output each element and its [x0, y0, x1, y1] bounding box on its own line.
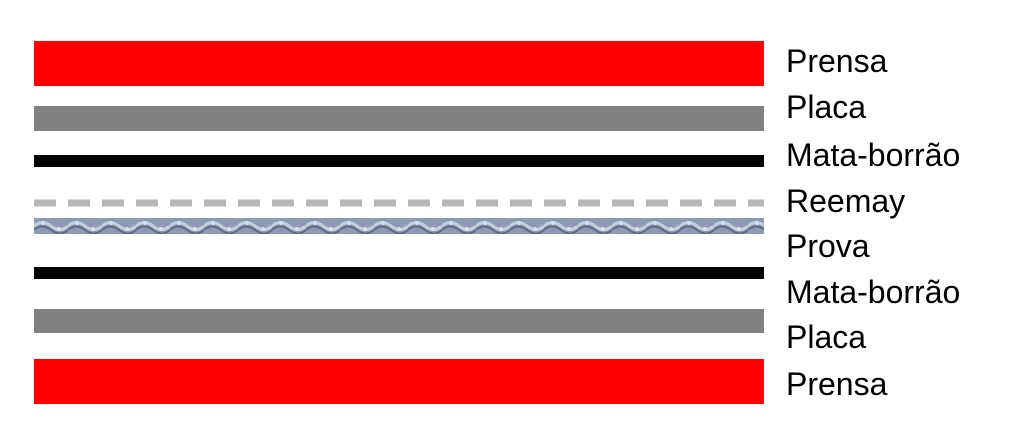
label-mata-borrao-top: Mata-borrão — [786, 137, 961, 173]
layer-prensa-bottom — [34, 359, 764, 404]
label-mata-borrao-bottom: Mata-borrão — [786, 274, 961, 310]
layer-prensa-top — [34, 41, 764, 86]
layer-prova — [34, 218, 764, 234]
layer-mata-borrao-bottom — [34, 267, 764, 279]
label-reemay: Reemay — [786, 183, 906, 219]
layer-mata-borrao-top — [34, 155, 764, 167]
label-prensa-bottom: Prensa — [786, 366, 888, 402]
label-prensa-top: Prensa — [786, 43, 888, 79]
layer-placa-top — [34, 106, 764, 131]
layer-reemay — [34, 199, 764, 207]
layer-placa-bottom — [34, 309, 764, 333]
label-prova: Prova — [786, 228, 870, 264]
prova-textured-band — [34, 218, 764, 234]
label-placa-bottom: Placa — [786, 319, 867, 355]
label-placa-top: Placa — [786, 89, 867, 125]
